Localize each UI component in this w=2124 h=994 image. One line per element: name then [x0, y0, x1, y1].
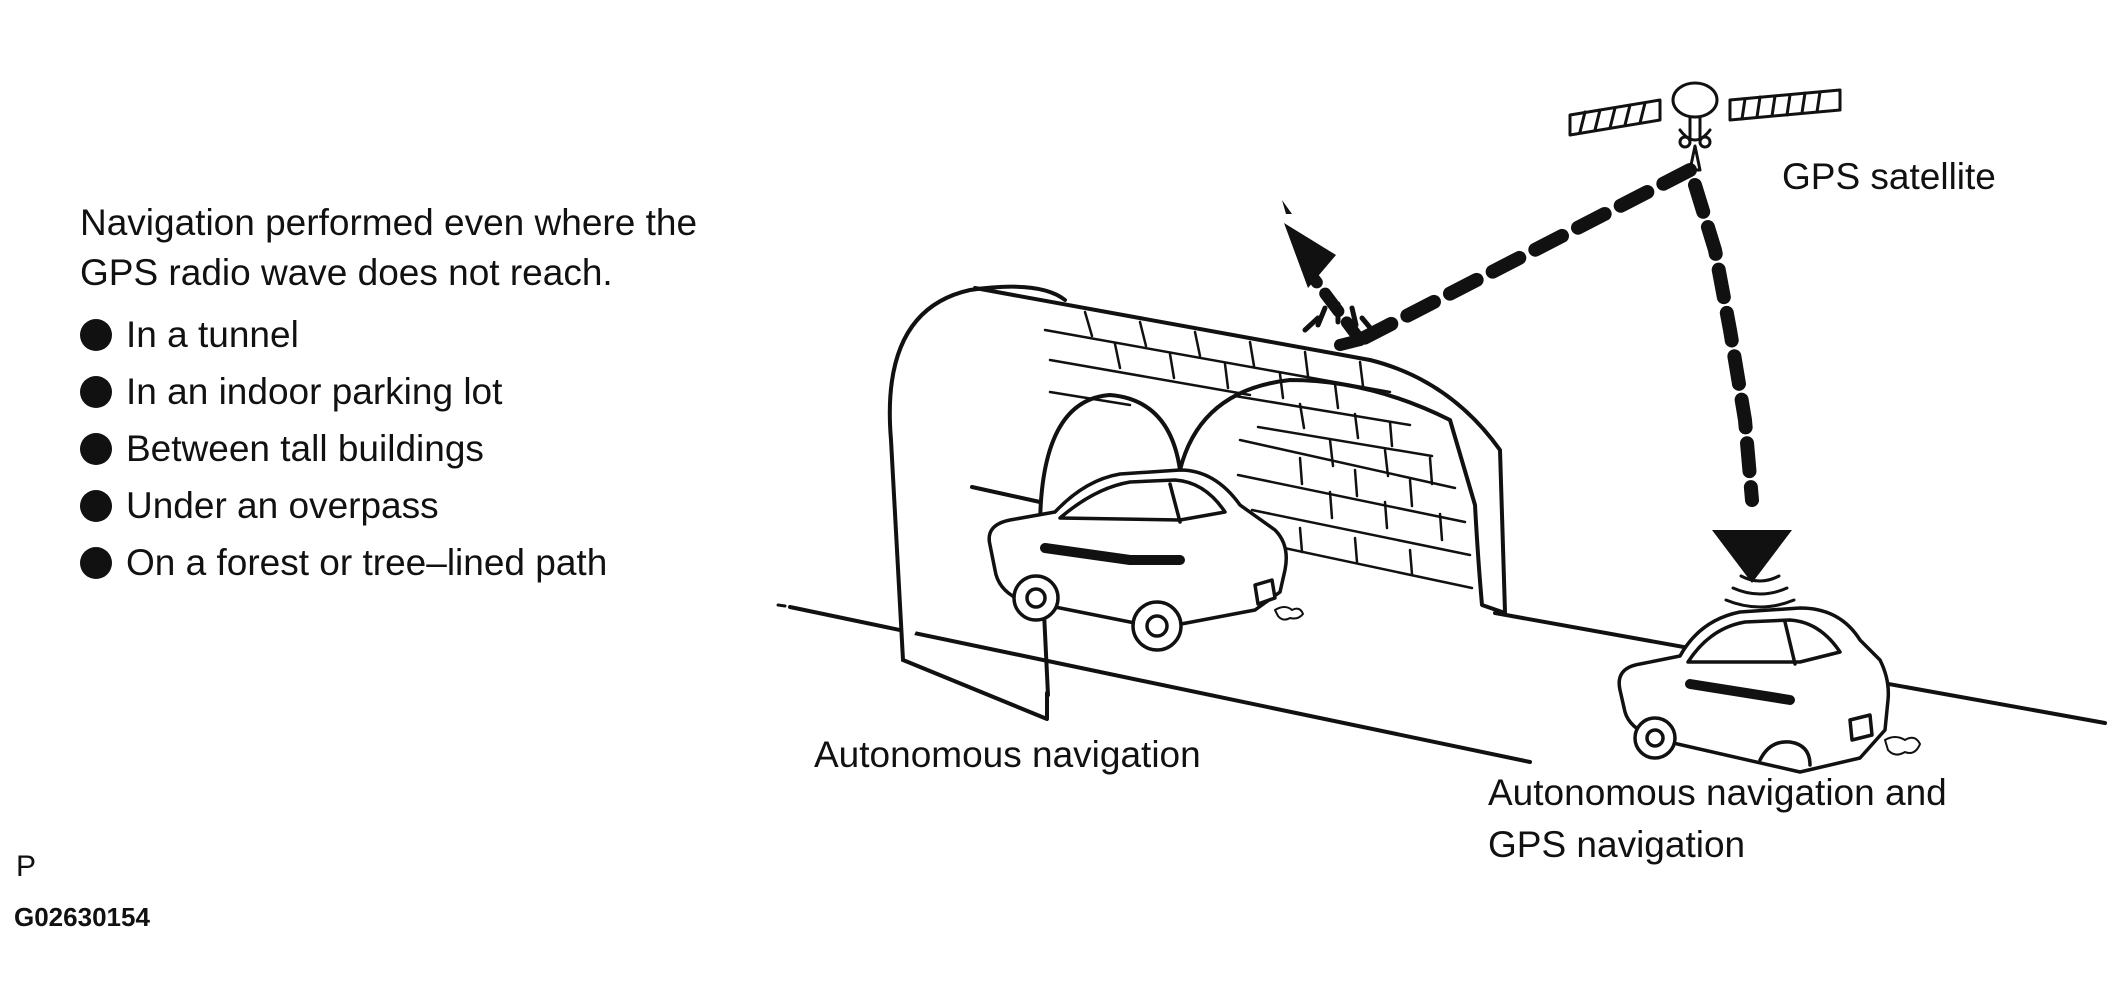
tunnel-car-label: Autonomous navigation — [814, 734, 1201, 775]
intro-line-1: Navigation performed even where the — [80, 202, 698, 243]
figure-code: G02630154 — [14, 902, 150, 932]
tunnel-car-icon — [987, 468, 1304, 652]
footer-letter: P — [16, 850, 37, 883]
road-car-label-line-1: Autonomous navigation and — [1488, 772, 1947, 813]
list-item: In an indoor parking lot — [80, 363, 607, 420]
ground-car-arrowhead — [1712, 530, 1792, 583]
satellite-icon — [1568, 81, 1842, 172]
list-item: Under an overpass — [80, 477, 607, 534]
bullet-icon — [80, 489, 112, 522]
road-car-label-line-2: GPS navigation — [1488, 824, 1746, 865]
list-item: Between tall buildings — [80, 420, 607, 477]
bullet-icon — [80, 432, 112, 465]
satellite-to-car-signal — [1688, 178, 1759, 507]
intro-text: Navigation performed even where the GPS … — [80, 198, 697, 298]
bullet-icon — [80, 546, 112, 579]
road-car-icon — [1617, 574, 1921, 774]
satellite-label: GPS satellite — [1782, 156, 1996, 197]
list-item: On a forest or tree–lined path — [80, 534, 607, 591]
deflected-arrowhead — [1284, 223, 1336, 288]
bullet-icon — [80, 375, 112, 408]
bullet-list: In a tunnel In an indoor parking lot Bet… — [80, 306, 607, 591]
intro-line-2: GPS radio wave does not reach. — [80, 252, 613, 293]
blocked-signal — [1353, 163, 1697, 347]
tunnel-icon — [887, 284, 1507, 721]
bullet-icon — [80, 318, 112, 351]
list-item: In a tunnel — [80, 306, 607, 363]
